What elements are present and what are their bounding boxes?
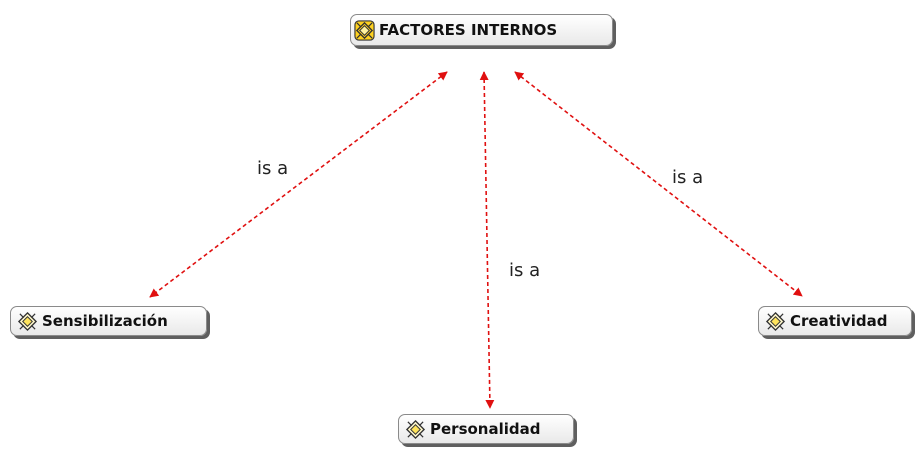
concept-node-sensibilizacion[interactable]: Sensibilización [10,306,207,336]
concept-node-factores-internos[interactable]: FACTORES INTERNOS [350,14,613,46]
link-label-center: is a [509,260,541,281]
concept-node-personalidad[interactable]: Personalidad [398,414,574,444]
link-label-right: is a [672,167,704,188]
concept-icon [17,311,38,331]
concept-icon [765,311,786,331]
concept-label: Sensibilización [42,312,168,330]
link-label-left: is a [257,158,289,179]
link-line-center[interactable] [479,71,495,409]
concept-label: Personalidad [430,420,541,438]
concept-label: FACTORES INTERNOS [379,21,558,39]
concept-label: Creatividad [790,312,888,330]
link-line-right[interactable] [514,71,803,297]
link-line-left[interactable] [149,71,448,298]
concept-icon [354,19,375,41]
concept-icon [405,419,426,439]
concept-node-creatividad[interactable]: Creatividad [758,306,912,336]
